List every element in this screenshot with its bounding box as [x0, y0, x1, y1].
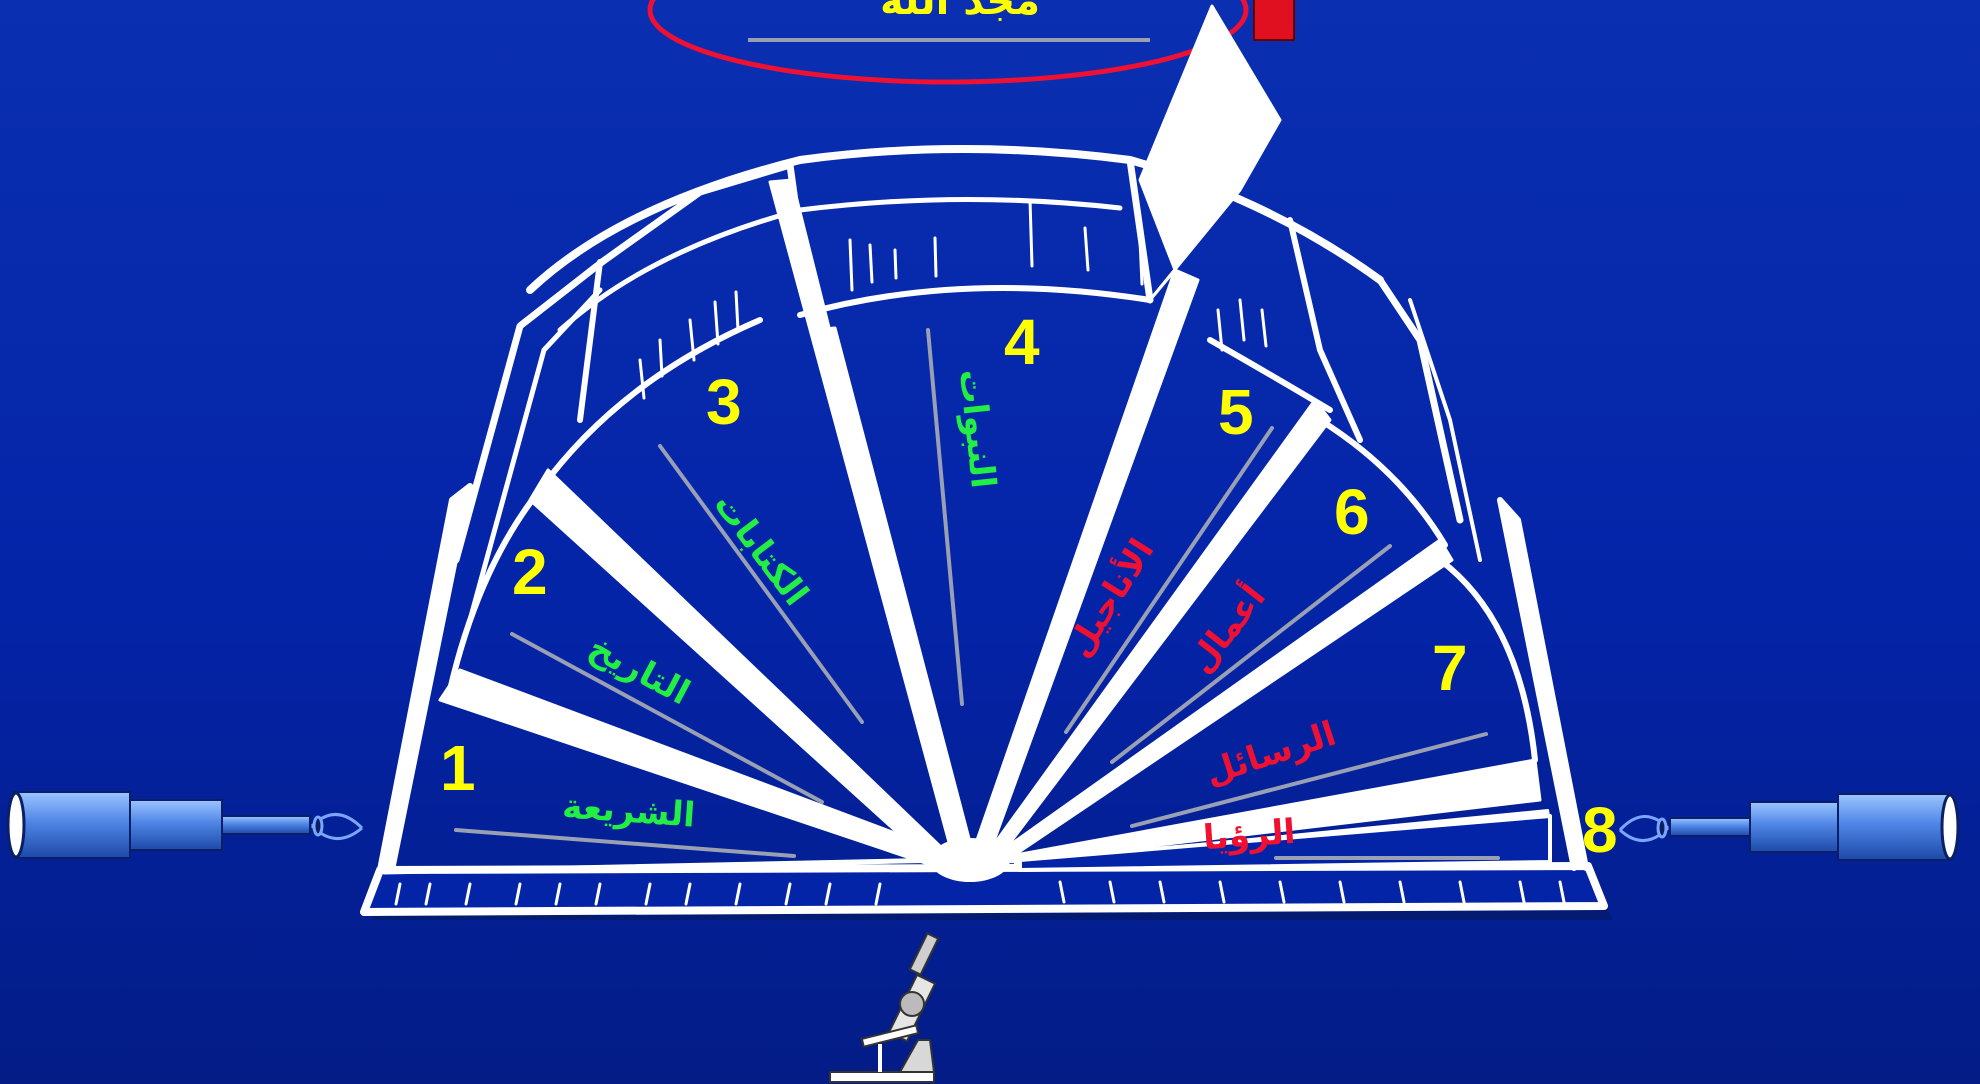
- page-title: مجد الله: [880, 0, 1040, 24]
- section-number-6: 6: [1334, 476, 1370, 548]
- section-label-7: الرسائل: [1200, 714, 1341, 794]
- section-number-1: 1: [440, 732, 476, 804]
- telescope-icon: [8, 792, 310, 858]
- section-label-1: الشريعة: [561, 786, 696, 835]
- telescope-icon: [1670, 794, 1958, 860]
- section-label-2: التاريخ: [582, 627, 696, 713]
- section-number-3: 3: [706, 366, 742, 438]
- eye-icon: [312, 814, 362, 838]
- section-label-3: الكتابات: [706, 485, 817, 613]
- section-label-4: النبوات: [951, 367, 1003, 490]
- section-number-7: 7: [1432, 632, 1468, 704]
- bookmark-icon: [1254, 0, 1294, 40]
- section-number-8: 8: [1582, 794, 1618, 866]
- title-banner: مجد الله: [650, 0, 1246, 82]
- section-label-8: الرؤيا: [1202, 812, 1297, 858]
- microscope-icon: [830, 933, 938, 1082]
- section-number-5: 5: [1218, 376, 1254, 448]
- section-number-4: 4: [1004, 306, 1040, 378]
- eye-icon: [1620, 816, 1668, 840]
- section-number-2: 2: [512, 536, 548, 608]
